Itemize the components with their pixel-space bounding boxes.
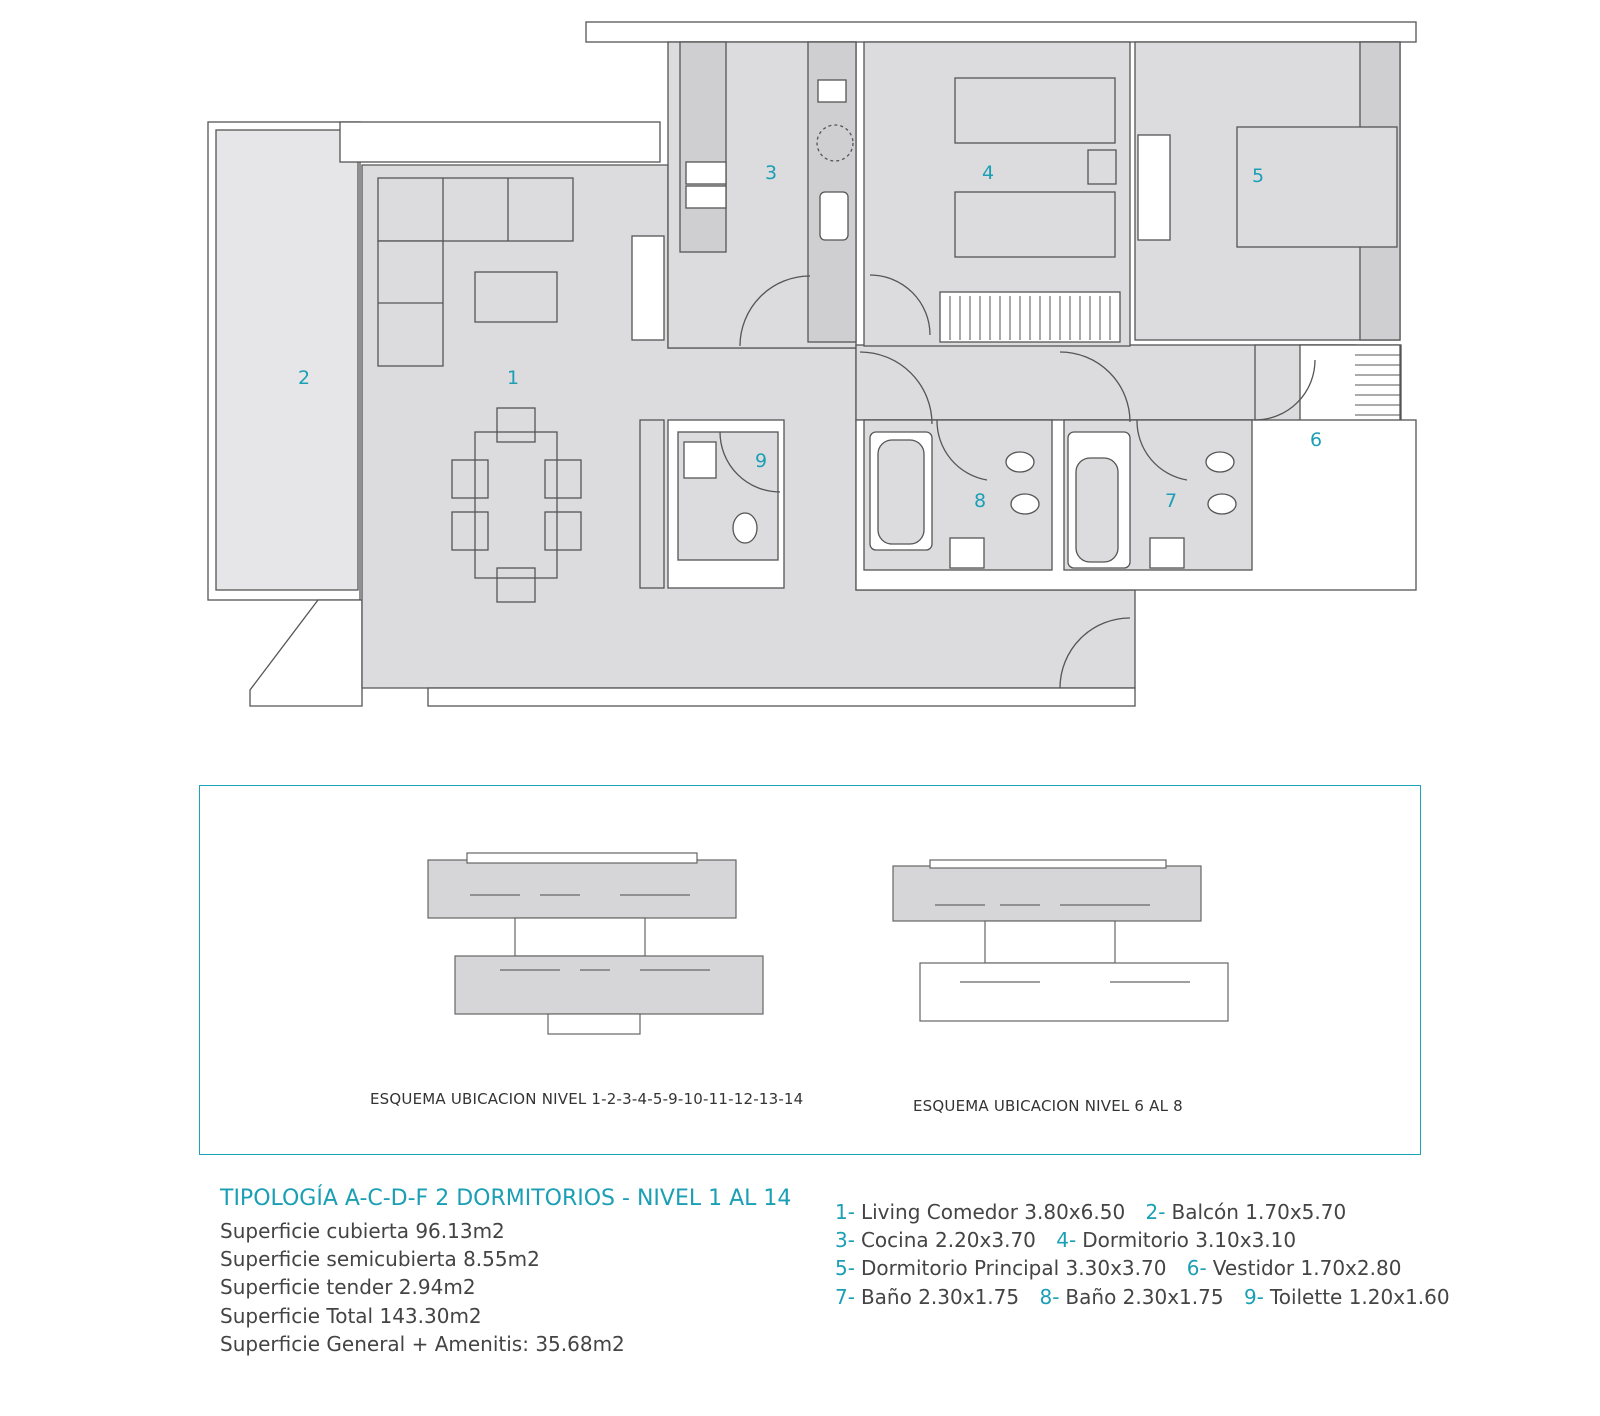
legend-row: 5-Dormitorio Principal 3.30x3.70 6-Vesti…: [835, 1254, 1464, 1282]
room-number-3: 3: [765, 162, 777, 184]
room-number-8: 8: [974, 490, 986, 512]
spec-line: Superficie cubierta 96.13m2: [220, 1219, 505, 1243]
legend-number: 5-: [835, 1256, 855, 1281]
legend-text: Toilette 1.20x1.60: [1269, 1284, 1450, 1309]
floor-plan: 1 2 3 4 5 6 7 8 9: [207, 21, 1417, 707]
legend-text: Cocina 2.20x3.70: [860, 1228, 1036, 1253]
room-number-2: 2: [298, 367, 310, 389]
legend-text: Living Comedor 3.80x6.50: [860, 1200, 1126, 1224]
legend-number: 8-: [1039, 1284, 1060, 1309]
spec-line: Superficie Total 143.30m2: [220, 1303, 482, 1328]
legend-number: 7-: [835, 1284, 855, 1309]
legend-number: 3-: [835, 1228, 855, 1253]
legend-text: Vestidor 1.70x2.80: [1212, 1256, 1402, 1281]
surface-specs: Superficie cubierta 96.13m2 Superficie s…: [220, 1217, 625, 1358]
room-number-7: 7: [1165, 490, 1177, 512]
room-number-1: 1: [507, 367, 519, 389]
legend-text: Balcón 1.70x5.70: [1171, 1200, 1347, 1224]
room-number-9: 9: [755, 450, 767, 472]
legend-row: 7-Baño 2.30x1.75 8-Baño 2.30x1.75 9-Toil…: [835, 1283, 1464, 1311]
spec-line: Superficie General + Amenitis: 35.68m2: [220, 1331, 625, 1356]
legend-text: Dormitorio Principal 3.30x3.70: [860, 1256, 1167, 1281]
typology-title: TIPOLOGÍA A-C-D-F 2 DORMITORIOS - NIVEL …: [220, 1186, 792, 1211]
scheme-caption-a: ESQUEMA UBICACION NIVEL 1-2-3-4-5-9-10-1…: [370, 1090, 804, 1108]
scheme-caption-b: ESQUEMA UBICACION NIVEL 6 AL 8: [913, 1097, 1183, 1115]
legend-number: 2-: [1145, 1200, 1166, 1224]
room-number-6: 6: [1310, 429, 1322, 451]
legend-text: Dormitorio 3.10x3.10: [1082, 1228, 1297, 1253]
legend-text: Baño 2.30x1.75: [1065, 1284, 1224, 1309]
room-number-4: 4: [982, 162, 994, 184]
legend-text: Baño 2.30x1.75: [860, 1284, 1020, 1309]
legend-row: 3-Cocina 2.20x3.70 4-Dormitorio 3.10x3.1…: [835, 1226, 1464, 1254]
room-legend: 1-Living Comedor 3.80x6.50 2-Balcón 1.70…: [835, 1198, 1464, 1311]
room-number-5: 5: [1252, 165, 1264, 187]
legend-number: 6-: [1186, 1256, 1207, 1281]
location-schemes-panel: [199, 785, 1421, 1155]
balcony-floor: [249, 599, 363, 707]
legend-number: 4-: [1056, 1228, 1077, 1253]
spec-line: Superficie tender 2.94m2: [220, 1275, 476, 1300]
legend-row: 1-Living Comedor 3.80x6.50 2-Balcón 1.70…: [835, 1198, 1464, 1226]
spec-line: Superficie semicubierta 8.55m2: [220, 1247, 540, 1272]
legend-number: 9-: [1243, 1284, 1264, 1309]
legend-number: 1-: [835, 1200, 855, 1224]
top-wall: [585, 21, 1417, 43]
